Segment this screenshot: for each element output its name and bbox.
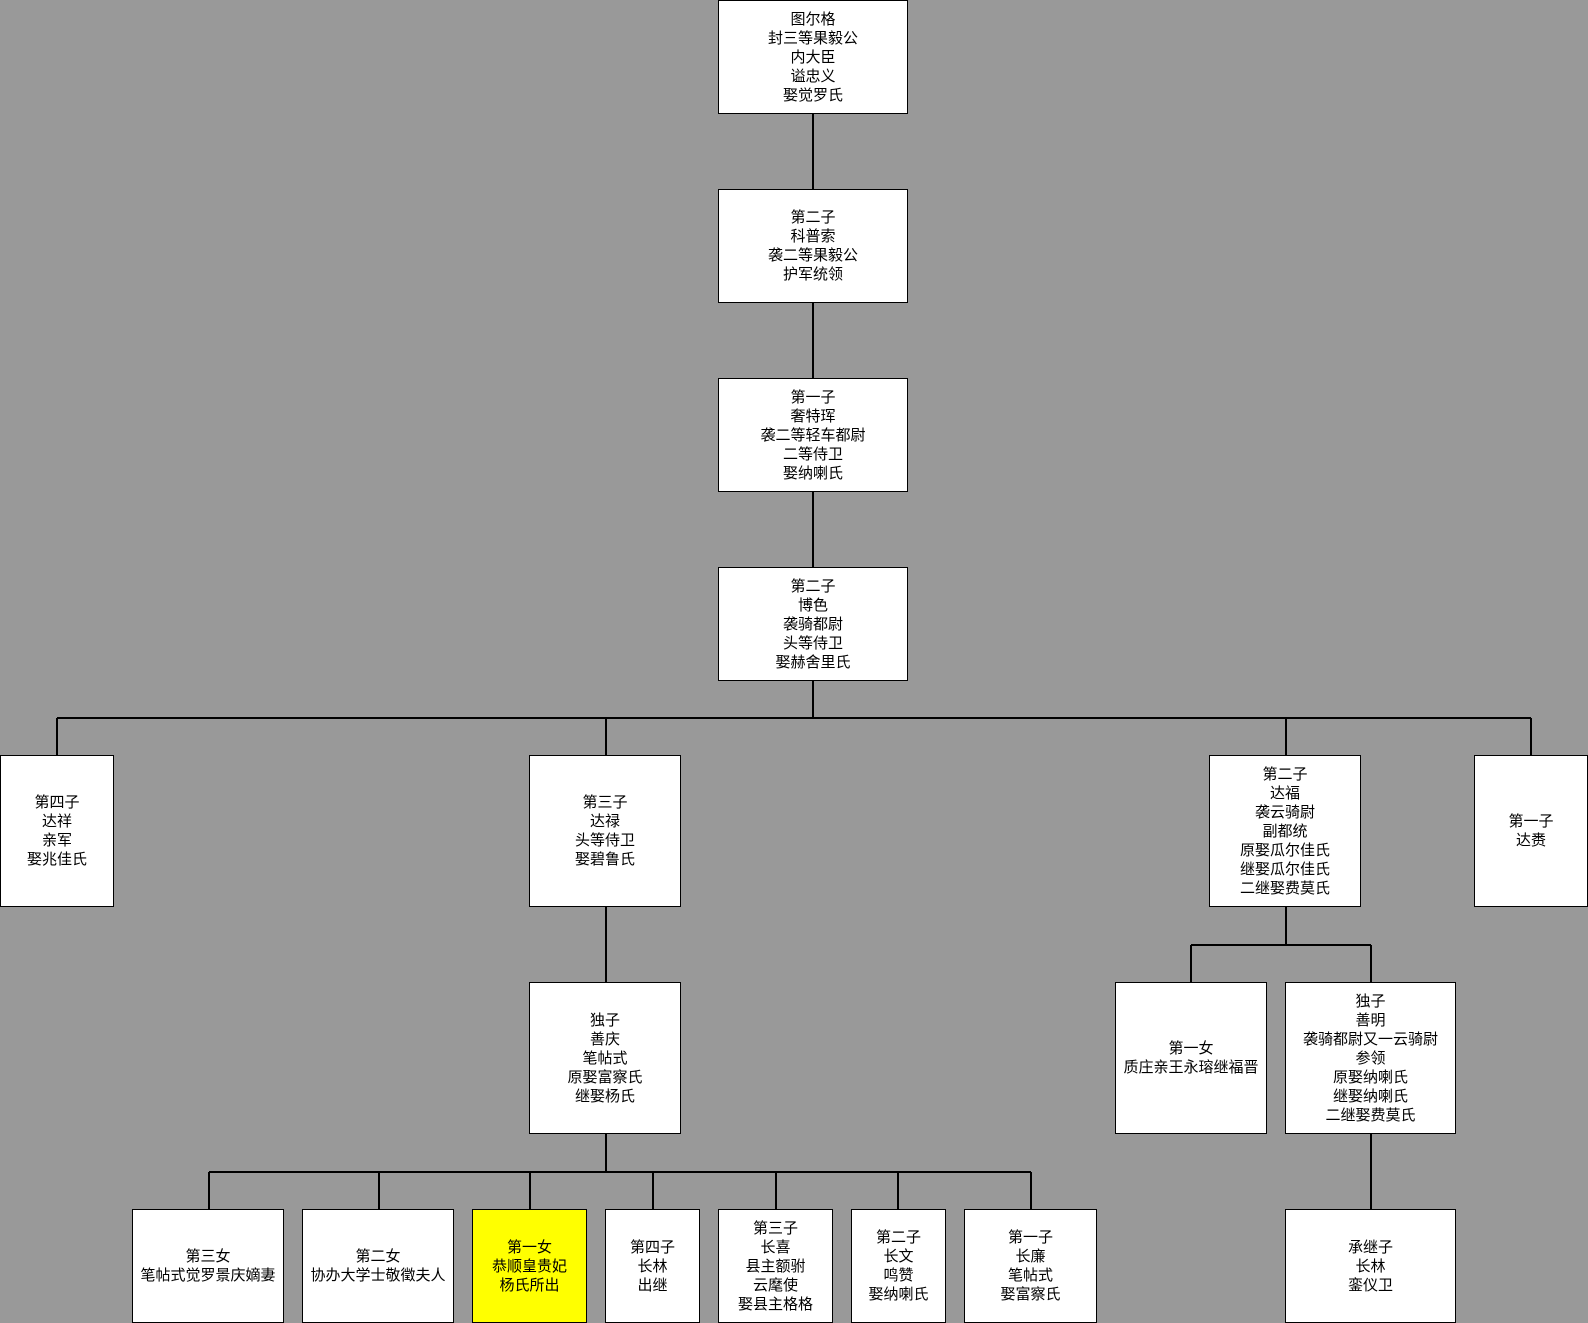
node-changlin: 第四子长林出继	[605, 1209, 700, 1323]
node-text-line: 鸣赞	[883, 1266, 914, 1284]
node-text-line: 副都统	[1262, 821, 1308, 840]
node-text-line: 出继	[637, 1275, 668, 1294]
node-text-line: 头等侍卫	[574, 831, 635, 849]
node-text-line: 第一女	[506, 1237, 552, 1256]
node-text-line: 第一子	[1508, 812, 1554, 830]
node-text-line: 达祥	[41, 812, 72, 830]
node-text-line: 长廉	[1015, 1247, 1046, 1265]
node-text-line: 娶碧鲁氏	[574, 850, 635, 868]
node-text-line: 善明	[1355, 1010, 1386, 1029]
node-text-line: 娶纳喇氏	[782, 463, 843, 482]
node-text-line: 第二子	[875, 1228, 921, 1246]
node-daughter-2: 第二女协办大学士敬徵夫人	[302, 1209, 454, 1323]
node-text-line: 第四子	[34, 793, 80, 811]
node-text-line: 第二子	[790, 208, 836, 226]
node-text-line: 继娶纳喇氏	[1332, 1086, 1408, 1105]
node-text-line: 娶纳喇氏	[868, 1285, 929, 1303]
node-text-line: 奢特珲	[790, 406, 836, 425]
node-text-line: 长文	[883, 1247, 914, 1265]
node-text-line: 亲军	[41, 831, 72, 849]
node-text-line: 二等侍卫	[782, 444, 843, 463]
node-text-line: 第二子	[1262, 764, 1308, 783]
node-text-line: 继娶瓜尔佳氏	[1239, 859, 1330, 878]
node-text-line: 第一子	[1007, 1228, 1053, 1246]
node-text-line: 独子	[589, 1010, 620, 1029]
node-text-line: 銮仪卫	[1347, 1275, 1393, 1294]
node-text-line: 头等侍卫	[782, 633, 843, 652]
node-text-line: 达赉	[1515, 831, 1546, 849]
node-text-line: 原娶富察氏	[567, 1067, 643, 1086]
node-text-line: 恭顺皇贵妃	[491, 1256, 567, 1275]
node-text-line: 长喜	[760, 1237, 791, 1256]
node-dalai: 第一子达赉	[1474, 755, 1588, 907]
node-text-line: 第四子	[629, 1237, 675, 1256]
node-text-line: 二继娶费莫氏	[1239, 878, 1330, 897]
node-text-line: 善庆	[589, 1029, 620, 1048]
node-shanming: 独子善明袭骑都尉又一云骑尉参领原娶纳喇氏继娶纳喇氏二继娶费莫氏	[1285, 982, 1456, 1134]
node-text-line: 笔帖式	[582, 1048, 628, 1067]
node-text-line: 云麾使	[752, 1275, 798, 1294]
node-text-line: 娶觉罗氏	[782, 85, 843, 104]
node-text-line: 袭骑都尉又一云骑尉	[1302, 1029, 1438, 1048]
node-text-line: 笔帖式觉罗景庆嫡妻	[140, 1266, 276, 1284]
node-dafu: 第二子达福袭云骑尉副都统原娶瓜尔佳氏继娶瓜尔佳氏二继娶费莫氏	[1209, 755, 1361, 907]
node-text-line: 质庄亲王永瑢继福晋	[1123, 1058, 1259, 1076]
node-changlian: 第一子长廉笔帖式娶富察氏	[964, 1209, 1097, 1323]
node-bose: 第二子博色袭骑都尉头等侍卫娶赫舍里氏	[718, 567, 908, 681]
node-text-line: 协办大学士敬徵夫人	[310, 1266, 446, 1284]
node-text-line: 娶县主格格	[737, 1294, 813, 1313]
node-text-line: 达福	[1269, 783, 1300, 802]
node-text-line: 原娶纳喇氏	[1332, 1067, 1408, 1086]
node-text-line: 县主额驸	[745, 1256, 806, 1275]
node-text-line: 博色	[797, 595, 828, 614]
node-text-line: 谥忠义	[790, 66, 836, 85]
node-text-line: 长林	[1355, 1256, 1386, 1275]
node-dafu-daughter: 第一女质庄亲王永瑢继福晋	[1115, 982, 1267, 1134]
node-text-line: 袭二等果毅公	[767, 246, 858, 264]
node-text-line: 达禄	[589, 812, 620, 830]
node-text-line: 第二女	[355, 1247, 401, 1265]
node-text-line: 原娶瓜尔佳氏	[1239, 840, 1330, 859]
node-text-line: 笔帖式	[1007, 1266, 1053, 1284]
node-text-line: 第一子	[790, 387, 836, 406]
node-dalu: 第三子达禄头等侍卫娶碧鲁氏	[529, 755, 681, 907]
node-text-line: 第一女	[1168, 1039, 1214, 1057]
node-tuerge: 图尔格封三等果毅公内大臣谥忠义娶觉罗氏	[718, 0, 908, 114]
node-text-line: 科普索	[790, 227, 836, 245]
node-text-line: 第三女	[185, 1247, 231, 1265]
node-text-line: 杨氏所出	[499, 1275, 560, 1294]
node-text-line: 娶富察氏	[1000, 1285, 1061, 1303]
node-text-line: 长林	[637, 1256, 668, 1275]
node-text-line: 封三等果毅公	[767, 28, 858, 47]
node-changwen: 第二子长文鸣赞娶纳喇氏	[851, 1209, 946, 1323]
node-text-line: 袭二等轻车都尉	[760, 425, 866, 444]
node-text-line: 图尔格	[790, 9, 836, 28]
node-text-line: 袭云骑尉	[1254, 802, 1315, 821]
node-text-line: 独子	[1355, 991, 1386, 1010]
node-text-line: 娶赫舍里氏	[775, 652, 851, 671]
node-text-line: 第三子	[582, 793, 628, 811]
node-daxiang: 第四子达祥亲军娶兆佳氏	[0, 755, 114, 907]
node-daughter-3: 第三女笔帖式觉罗景庆嫡妻	[132, 1209, 284, 1323]
node-text-line: 继娶杨氏	[574, 1086, 635, 1105]
node-shetehui: 第一子奢特珲袭二等轻车都尉二等侍卫娶纳喇氏	[718, 378, 908, 492]
node-text-line: 护军统领	[782, 265, 843, 283]
node-daughter-1-highlighted: 第一女恭顺皇贵妃杨氏所出	[472, 1209, 587, 1323]
node-text-line: 第三子	[752, 1218, 798, 1237]
node-text-line: 承继子	[1347, 1237, 1393, 1256]
node-heir-changlin: 承继子长林銮仪卫	[1285, 1209, 1456, 1323]
node-text-line: 参领	[1355, 1048, 1386, 1067]
node-text-line: 第二子	[790, 576, 836, 595]
node-kepusuo: 第二子科普索袭二等果毅公护军统领	[718, 189, 908, 303]
node-text-line: 内大臣	[790, 47, 836, 66]
node-shanqing: 独子善庆笔帖式原娶富察氏继娶杨氏	[529, 982, 681, 1134]
node-text-line: 娶兆佳氏	[26, 850, 87, 868]
node-text-line: 二继娶费莫氏	[1325, 1105, 1416, 1124]
node-text-line: 袭骑都尉	[782, 614, 843, 633]
node-changxi: 第三子长喜县主额驸云麾使娶县主格格	[718, 1209, 833, 1323]
